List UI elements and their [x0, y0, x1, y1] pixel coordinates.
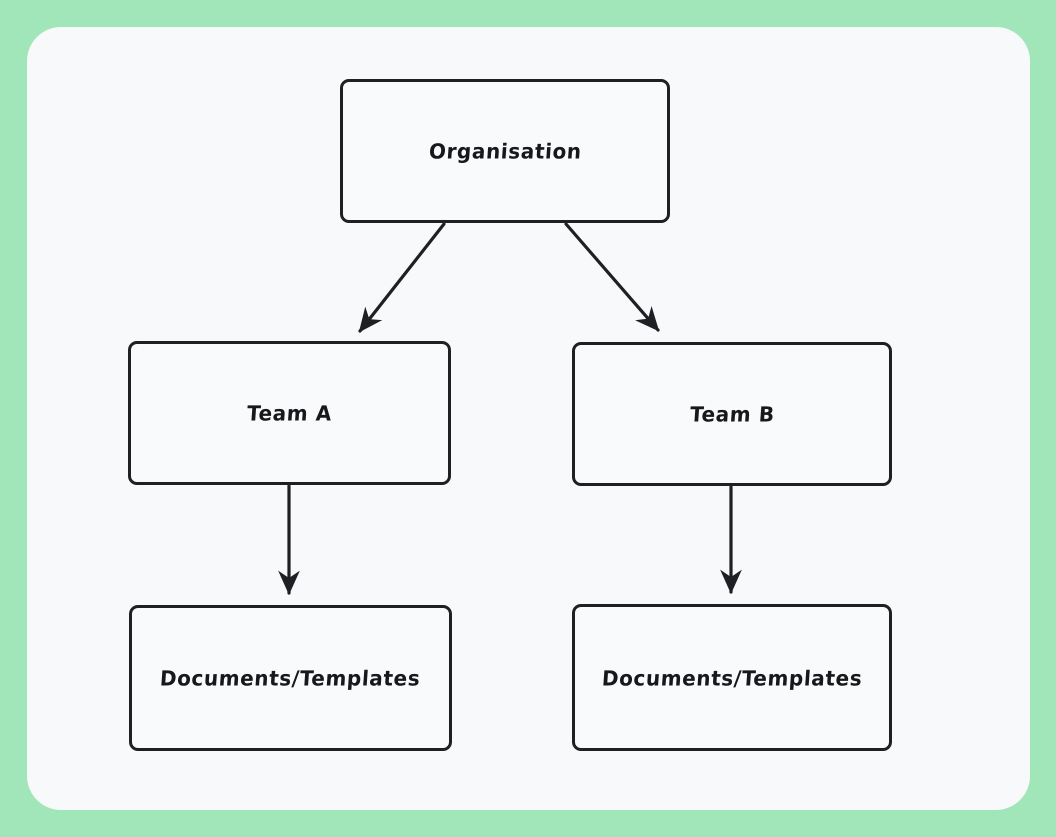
node-team-a-label: Team A: [246, 400, 333, 426]
node-documents-templates-a[interactable]: Documents/Templates: [129, 605, 452, 751]
node-team-a[interactable]: Team A: [128, 341, 451, 485]
node-team-b-label: Team B: [688, 401, 776, 427]
node-documents-templates-b[interactable]: Documents/Templates: [572, 604, 892, 751]
node-organisation-label: Organisation: [427, 138, 583, 164]
node-documents-templates-b-label: Documents/Templates: [600, 665, 864, 690]
edge-org-to-team-a: [358, 222, 446, 333]
edge-org-to-team-b: [564, 222, 660, 332]
node-documents-templates-a-label: Documents/Templates: [159, 665, 422, 691]
node-team-b[interactable]: Team B: [572, 342, 892, 486]
node-organisation[interactable]: Organisation: [340, 79, 670, 223]
